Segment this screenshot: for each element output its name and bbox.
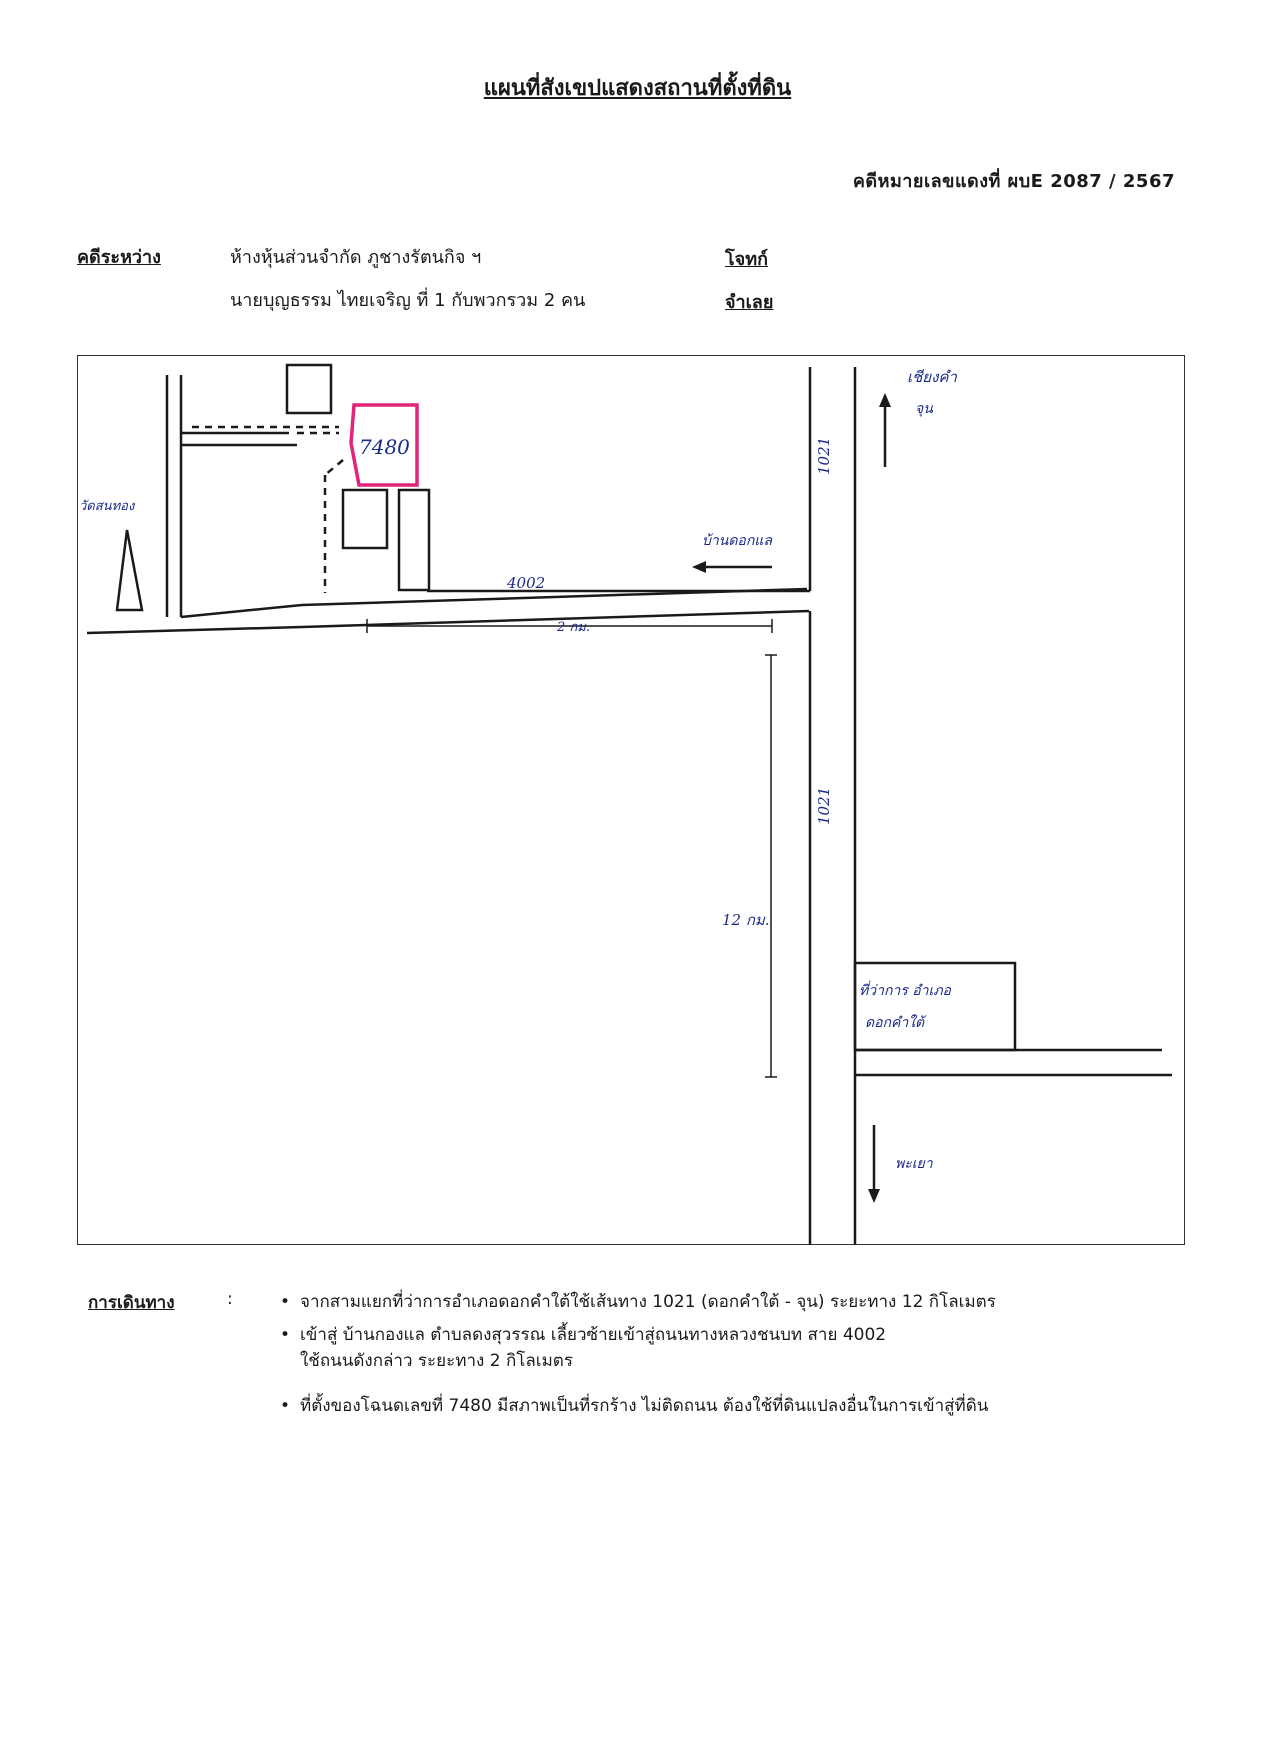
- directions-label: การเดินทาง: [88, 1293, 175, 1313]
- north-destination-2: จุน: [915, 401, 933, 417]
- parcel-7480-outline: [349, 403, 419, 487]
- north-destination-1: เชียงคำ: [907, 368, 957, 386]
- district-office-label-2: ดอกคำใต้: [865, 1014, 927, 1031]
- direction-item-3: • ที่ตั้งของโฉนดเลขที่ 7480 มีสภาพเป็นที…: [280, 1393, 1180, 1419]
- direction-text: จากสามแยกที่ว่าการอำเภอดอกคำใต้ใช้เส้นทา…: [300, 1292, 996, 1312]
- direction-text: ที่ตั้งของโฉนดเลขที่ 7480 มีสภาพเป็นที่ร…: [300, 1396, 989, 1416]
- road-4002-label: 4002: [506, 574, 545, 592]
- road-4002-lower: [86, 625, 303, 635]
- bullet-icon: •: [280, 1396, 291, 1416]
- directions-colon: :: [227, 1289, 233, 1309]
- plaintiff-role: โจทก์: [725, 249, 768, 270]
- direction-item-2: • เข้าสู่ บ้านกองแล ตำบลดงสุวรรณ เลี้ยวซ…: [280, 1322, 1180, 1374]
- road-1021-label-top: 1021: [815, 437, 833, 475]
- building: [397, 488, 431, 592]
- case-number: คดีหมายเลขแดงที่ ผบE 2087 / 2567: [852, 171, 1175, 192]
- sketch-map: 7480 วัดสนทอง 4002 2 กม. 12 กม. 1021 102…: [79, 363, 1172, 1245]
- south-arrow-head: [868, 1189, 880, 1203]
- distance-12km-label: 12 กม.: [722, 911, 770, 929]
- temple-label: วัดสนทอง: [79, 499, 136, 514]
- defendant-role: จำเลย: [725, 292, 774, 313]
- building: [285, 363, 333, 415]
- bullet-icon: •: [280, 1292, 291, 1312]
- access-path: [324, 459, 344, 476]
- district-office-building: [853, 961, 1017, 1052]
- direction-text: ใช้ถนนดังกล่าว ระยะทาง 2 กิโลเมตร: [300, 1351, 573, 1371]
- west-destination: บ้านดอกแล: [702, 533, 773, 549]
- road-4002-upper: [180, 603, 303, 619]
- road-4002-lower: [301, 609, 810, 629]
- direction-text: เข้าสู่ บ้านกองแล ตำบลดงสุวรรณ เลี้ยวซ้า…: [300, 1325, 887, 1345]
- parcel-number-label: 7480: [359, 435, 410, 459]
- south-destination: พะเยา: [895, 1156, 934, 1172]
- direction-item-1: • จากสามแยกที่ว่าการอำเภอดอกคำใต้ใช้เส้น…: [280, 1289, 1180, 1315]
- map-frame: [77, 355, 1185, 1245]
- district-office-label-1: ที่ว่าการ อำเภอ: [859, 980, 952, 999]
- defendant-name: นายบุญธรรม ไทยเจริญ ที่ 1 กับพวกรวม 2 คน: [230, 290, 586, 311]
- temple-icon: [115, 529, 144, 612]
- bullet-icon: •: [280, 1325, 291, 1345]
- parties-label: คดีระหว่าง: [77, 247, 161, 268]
- building: [341, 488, 389, 550]
- distance-2km-label: 2 กม.: [556, 620, 590, 635]
- road-1021-label-bottom: 1021: [815, 787, 833, 825]
- north-arrow-head: [879, 393, 891, 407]
- plaintiff-name: ห้างหุ้นส่วนจำกัด ภูชางรัตนกิจ ฯ: [230, 247, 482, 268]
- west-arrow-head: [692, 561, 706, 573]
- document-title: แผนที่สังเขปแสดงสถานที่ตั้งที่ดิน: [483, 76, 792, 101]
